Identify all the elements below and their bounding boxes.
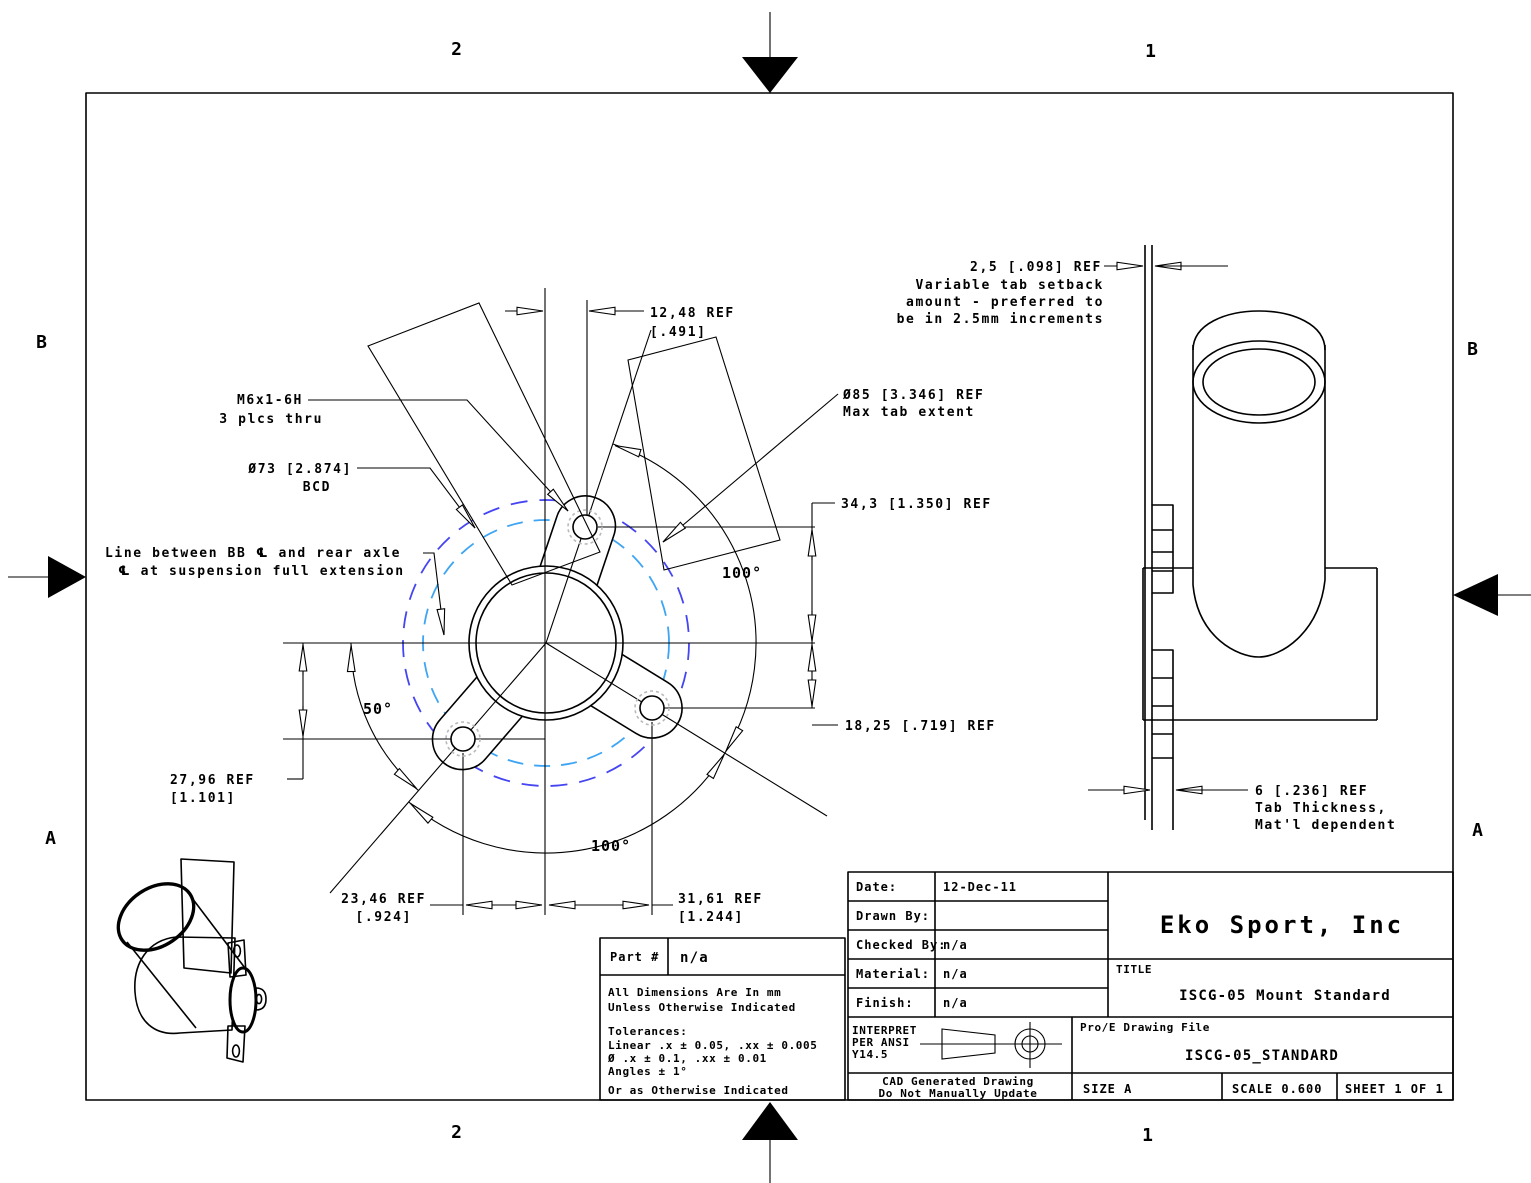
- row-date-label: Date:: [856, 880, 897, 894]
- dim-tab-thickness: 6 [.236] REF Tab Thickness, Mat'l depend…: [1088, 784, 1396, 833]
- side-view-geometry: [1142, 245, 1378, 830]
- sheet-border: [85, 92, 1454, 1101]
- proe-file-name: ISCG-05_STANDARD: [1185, 1048, 1339, 1064]
- zone-bottom-right: 1: [1142, 1125, 1154, 1146]
- zone-left-bottom: A: [45, 828, 57, 849]
- dim-3161-value: 31,61 REF: [678, 892, 763, 907]
- note-maxtab-line1: Ø85 [3.346] REF: [842, 388, 984, 403]
- note-dims-1: All Dimensions Are In mm: [608, 986, 781, 999]
- side-view: 2,5 [.098] REF Variable tab setback amou…: [897, 245, 1396, 833]
- zone-right-top: B: [1467, 339, 1479, 360]
- dim-thickness-value: 6 [.236] REF: [1255, 784, 1368, 799]
- dim-1825: 18,25 [.719] REF: [845, 719, 996, 734]
- cad-note-cell: CAD Generated Drawing Do Not Manually Up…: [879, 1075, 1038, 1100]
- sheet-number: SHEET 1 OF 1: [1345, 1082, 1444, 1096]
- note-thickness-line2: Mat'l dependent: [1255, 818, 1396, 833]
- cad-note-line1: CAD Generated Drawing: [882, 1075, 1034, 1088]
- front-view: [283, 288, 828, 915]
- dim-setback: 2,5 [.098] REF Variable tab setback amou…: [897, 260, 1228, 327]
- right-center-arrow-icon: [1453, 574, 1531, 616]
- front-view-dimensions: 12,48 REF [.491] 34,3 [1.350] REF 18,25 …: [105, 306, 996, 925]
- zone-top-right: 1: [1145, 41, 1157, 62]
- note-tol-dia: Ø .x ± 0.1, .xx ± 0.01: [607, 1052, 767, 1065]
- zone-labels: 2 1 2 1 B B A A: [36, 39, 1484, 1146]
- row-date-value: 12-Dec-11: [943, 880, 1017, 894]
- note-setback-line2: amount - preferred to: [906, 295, 1104, 310]
- dim-2796-alt: [1.101]: [170, 791, 236, 806]
- angle-right-label: 100°: [722, 564, 762, 582]
- angle-dimensions: 100° 100° 50°: [346, 443, 762, 855]
- dim-2346-alt: [.924]: [355, 910, 412, 925]
- note-thread-line2: 3 plcs thru: [219, 412, 323, 427]
- drawing-title: ISCG-05 Mount Standard: [1179, 988, 1391, 1004]
- interpret-line3: Y14.5: [852, 1048, 888, 1061]
- part-number-value: n/a: [680, 950, 709, 966]
- bottom-center-arrow-icon: [742, 1102, 798, 1183]
- note-setback-line1: Variable tab setback: [915, 278, 1104, 293]
- company-name: Eko Sport, Inc: [1160, 911, 1404, 939]
- cad-note-line2: Do Not Manually Update: [879, 1087, 1038, 1100]
- note-bcd-line2: BCD: [303, 480, 331, 495]
- note-tol-angle: Angles ± 1°: [608, 1065, 687, 1078]
- sheet-scale: SCALE 0.600: [1232, 1082, 1322, 1096]
- proe-label: Pro/E Drawing File: [1080, 1021, 1210, 1034]
- zone-top-left: 2: [451, 39, 463, 60]
- dim-3161-alt: [1.244]: [678, 910, 744, 925]
- note-bbline-line2: ℄ at suspension full extension: [118, 564, 405, 579]
- note-bcd-line1: Ø73 [2.874]: [247, 462, 352, 477]
- row-material-value: n/a: [943, 967, 968, 981]
- row-checkedby-label: Checked By:: [856, 938, 946, 952]
- leader-notes: M6x1-6H 3 plcs thru Ø73 [2.874] BCD Ø85 …: [105, 388, 984, 636]
- centerlines: [283, 288, 828, 915]
- title-block-info-rows: Date: 12-Dec-11 Drawn By: Checked By: n/…: [856, 880, 1017, 1010]
- row-material-label: Material:: [856, 967, 930, 981]
- dim-1248-alt: [.491]: [650, 325, 707, 340]
- note-thread-line1: M6x1-6H: [237, 393, 303, 408]
- row-finish-value: n/a: [943, 996, 968, 1010]
- notes-block: Part # n/a All Dimensions Are In mm Unle…: [599, 937, 846, 1101]
- angle-bottom-label: 100°: [591, 837, 631, 855]
- dim-2346-value: 23,46 REF: [341, 892, 426, 907]
- zone-bottom-left: 2: [451, 1122, 463, 1143]
- note-tol-title: Tolerances:: [608, 1025, 687, 1038]
- interpret-cell: INTERPRET PER ANSI Y14.5: [852, 1022, 1062, 1068]
- top-center-arrow-icon: [742, 12, 798, 93]
- dim-setback-value: 2,5 [.098] REF: [970, 260, 1102, 275]
- title-label: TITLE: [1116, 963, 1152, 976]
- iso-view: [116, 858, 267, 1063]
- dim-hole-offset: 12,48 REF [.491]: [505, 306, 735, 340]
- sheet-size: SIZE A: [1083, 1082, 1132, 1096]
- row-checkedby-value: n/a: [943, 938, 968, 952]
- interpret-line1: INTERPRET: [852, 1024, 917, 1037]
- row-drawnby-label: Drawn By:: [856, 909, 930, 923]
- zone-right-bottom: A: [1472, 820, 1484, 841]
- edge-center-arrows: [8, 12, 1531, 1183]
- left-center-arrow-icon: [8, 556, 86, 598]
- note-bbline-line1: Line between BB ℄ and rear axle: [105, 546, 401, 561]
- zone-left-top: B: [36, 332, 48, 353]
- interpret-line2: PER ANSI: [852, 1036, 910, 1049]
- dim-2796-value: 27,96 REF: [170, 773, 255, 788]
- bolt-holes: [445, 509, 670, 757]
- row-finish-label: Finish:: [856, 996, 914, 1010]
- note-tol-linear: Linear .x ± 0.05, .xx ± 0.005: [608, 1039, 817, 1052]
- title-block: Date: 12-Dec-11 Drawn By: Checked By: n/…: [847, 871, 1454, 1101]
- note-dims-2: Unless Otherwise Indicated: [608, 1001, 796, 1014]
- dim-1248-value: 12,48 REF: [650, 306, 735, 321]
- dim-bottom: 23,46 REF [.924] 31,61 REF [1.244]: [341, 892, 763, 925]
- part-number-label: Part #: [610, 950, 659, 964]
- note-thickness-line1: Tab Thickness,: [1255, 801, 1387, 816]
- note-tol-other: Or as Otherwise Indicated: [608, 1084, 789, 1097]
- third-angle-projection-icon: [920, 1022, 1062, 1068]
- angle-left-label: 50°: [363, 700, 393, 718]
- note-maxtab-line2: Max tab extent: [843, 405, 975, 420]
- dim-343: 34,3 [1.350] REF: [841, 497, 992, 512]
- dim-2796: 27,96 REF [1.101]: [170, 643, 308, 806]
- dim-vertical-stack: 34,3 [1.350] REF 18,25 [.719] REF: [807, 497, 996, 734]
- note-setback-line3: be in 2.5mm increments: [897, 312, 1104, 327]
